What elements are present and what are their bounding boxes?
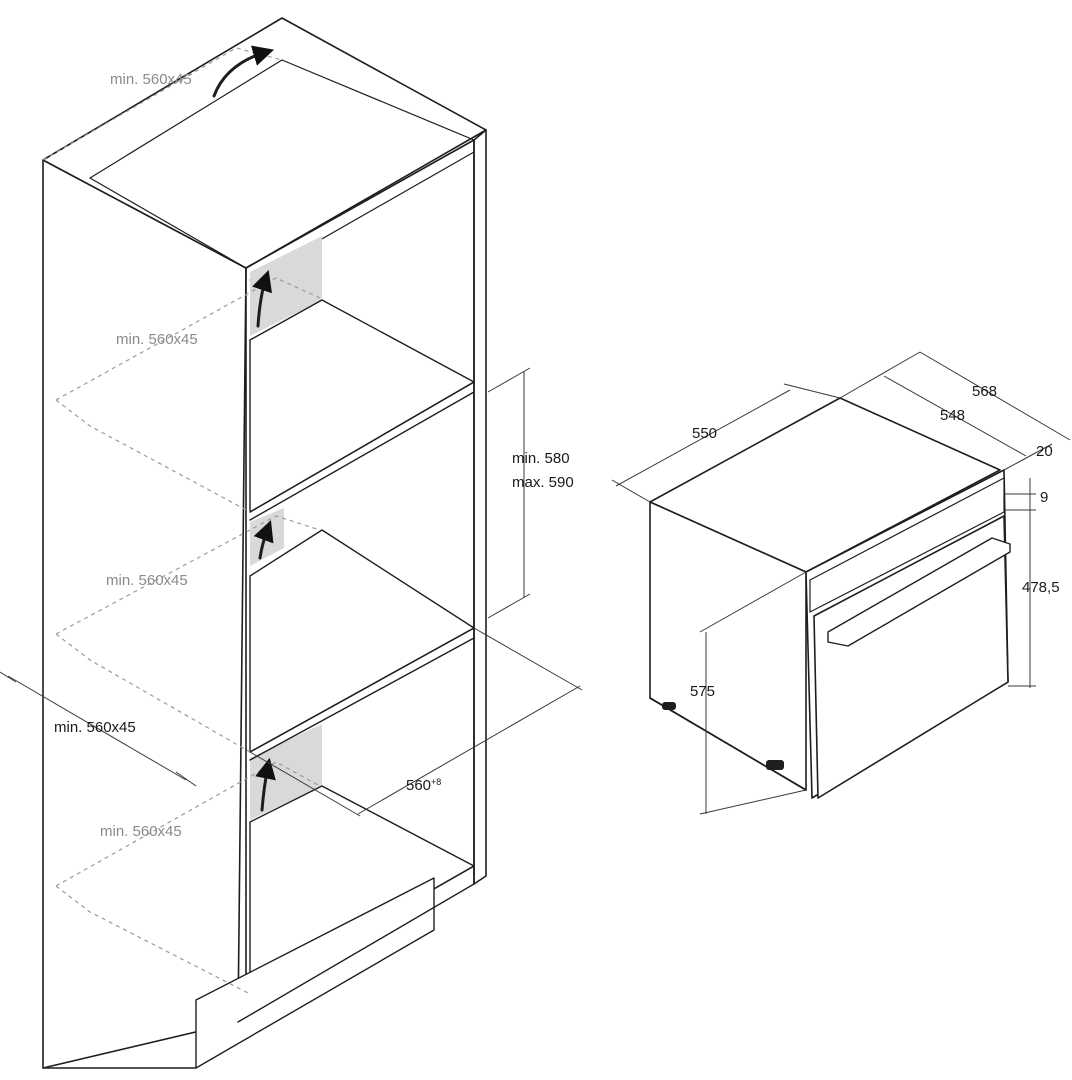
label-oven-depth-body: 548 [940, 407, 965, 424]
label-oven-width-body: 550 [692, 425, 717, 442]
cabinet-bottom-front-edge [237, 883, 475, 1023]
vent-shade-upper [250, 236, 322, 336]
label-niche-height-min: min. 580 [512, 450, 570, 467]
label-oven-gap-top: 9 [1040, 489, 1048, 506]
label-oven-body-height: 575 [690, 683, 715, 700]
shelf-upper-front [249, 381, 475, 513]
shelf-middle-front [249, 627, 475, 753]
vent-outline-lower-2 [55, 885, 251, 995]
vent-shade-lower [250, 724, 322, 820]
dim-front-vent-tick-right [175, 771, 197, 787]
dim-niche-height-top [487, 367, 531, 393]
airflow-arrow-lower-icon [255, 757, 276, 812]
dim-oven-body-height-bottom [699, 789, 807, 815]
vent-outline-upper [55, 277, 321, 401]
oven-foot-front [766, 760, 784, 770]
dim-oven-depth-body [883, 375, 1027, 457]
cabinet-labels: min. 560x45 min. 560x45 min. 560x45 min.… [54, 71, 574, 840]
dim-oven-body-height-top [699, 571, 807, 633]
label-oven-door-thickness: 20 [1036, 443, 1053, 460]
dim-oven-width-tick-right [783, 383, 841, 399]
dim-oven-door-thickness [1003, 443, 1053, 471]
label-vent-front: min. 560x45 [54, 719, 136, 736]
label-niche-width-value: 560 [406, 777, 431, 794]
dim-oven-depth-total [919, 351, 1071, 441]
label-vent-top: min. 560x45 [110, 71, 192, 88]
cabinet-left-side [42, 159, 247, 1069]
dim-niche-width-ext [473, 627, 583, 691]
airflow-arrow-middle-icon [253, 520, 274, 560]
oven-door-handle [827, 537, 1011, 647]
dim-niche-height-bottom [487, 593, 531, 619]
top-inner-edge-2 [281, 59, 475, 141]
vent-outline-middle-2 [55, 633, 251, 753]
cabinet-top-front-edge [245, 139, 475, 269]
shelf-upper [249, 299, 475, 513]
oven-control-strip [809, 477, 1005, 613]
tall-cabinet [0, 17, 583, 1069]
oven-door [813, 515, 1009, 799]
label-niche-width: 560+8 [406, 777, 441, 794]
oven-bottom-edge [649, 697, 807, 791]
oven-labels: 568 548 550 20 9 478,5 575 [690, 383, 1060, 700]
label-oven-front-height: 478,5 [1022, 579, 1060, 596]
vent-outline-upper-2 [55, 399, 251, 513]
vent-outline-middle [55, 515, 321, 635]
dim-front-vent-tick-left [0, 671, 17, 683]
vent-outline-top [42, 47, 283, 161]
label-vent-upper: min. 560x45 [116, 331, 198, 348]
dim-front-vent-width [7, 675, 187, 781]
built-in-oven [611, 351, 1071, 815]
label-niche-height-max: max. 590 [512, 474, 574, 491]
label-vent-middle: min. 560x45 [106, 572, 188, 589]
airflow-arrow-top-icon [212, 45, 275, 98]
shelf-upper-front-bottom [249, 391, 475, 521]
dim-niche-width [357, 685, 581, 815]
label-vent-lower: min. 560x45 [100, 823, 182, 840]
cabinet-plinth [195, 877, 435, 1069]
dim-oven-width-body [615, 389, 791, 487]
airflow-arrow-upper-icon [252, 270, 272, 328]
shelf-middle [249, 529, 475, 753]
shelf-middle-front-bottom [249, 637, 475, 761]
cabinet-right-side [473, 129, 487, 885]
dim-oven-depth-total-ext [839, 351, 921, 399]
dim-niche-width-ext-2 [249, 751, 361, 817]
top-inner-edge-1 [89, 59, 283, 179]
dim-oven-width-tick-left [611, 479, 651, 503]
label-oven-depth-total: 568 [972, 383, 997, 400]
top-inner-edge-3 [89, 177, 247, 269]
label-niche-width-tolerance: +8 [431, 777, 441, 787]
